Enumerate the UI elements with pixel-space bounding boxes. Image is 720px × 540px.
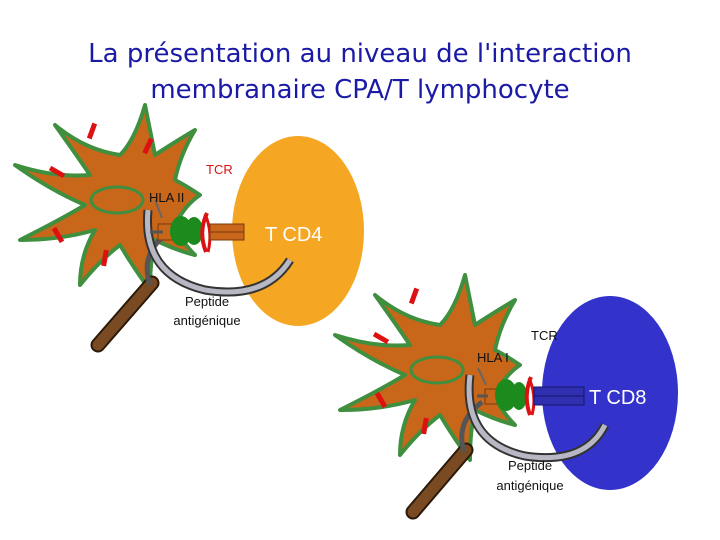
panel-cd8: TCR HLA I T CD8 Peptide antigénique [333,273,678,520]
t-cd8-cell [542,296,678,490]
peptide-label-cd4-line1: Peptide [185,294,229,309]
tcr-label-cd4: TCR [206,162,233,177]
magnifier-cd4 [90,209,294,353]
peptide-label-cd4-line2: antigénique [173,313,240,328]
title-line-2: membranaire CPA/T lymphocyte [150,75,570,105]
hla-ii-molecule [150,199,212,253]
t-cd8-label: T CD8 [589,387,646,409]
magnifier-cd8 [405,374,610,520]
tcr-cd4 [209,223,245,241]
hla-i-molecule [477,367,536,416]
peptide-antigen-cd8 [495,379,517,411]
title-line-1: La présentation au niveau de l'interacti… [88,39,632,69]
tcr-cd8 [533,386,585,406]
tcr-label-cd8: TCR [531,328,558,343]
slide-title: La présentation au niveau de l'interacti… [0,36,720,108]
peptide-label-cd8-line1: Peptide [508,458,552,473]
panel-cd4: TCR HLA II T CD4 Peptide antigénique [13,103,364,353]
peptide-label-cd8-line2: antigénique [496,478,563,493]
apc-cell-cd8 [333,273,522,462]
hla-i-label: HLA I [477,350,509,365]
t-cd4-label: T CD4 [265,224,322,246]
hla-ii-label: HLA II [149,190,184,205]
